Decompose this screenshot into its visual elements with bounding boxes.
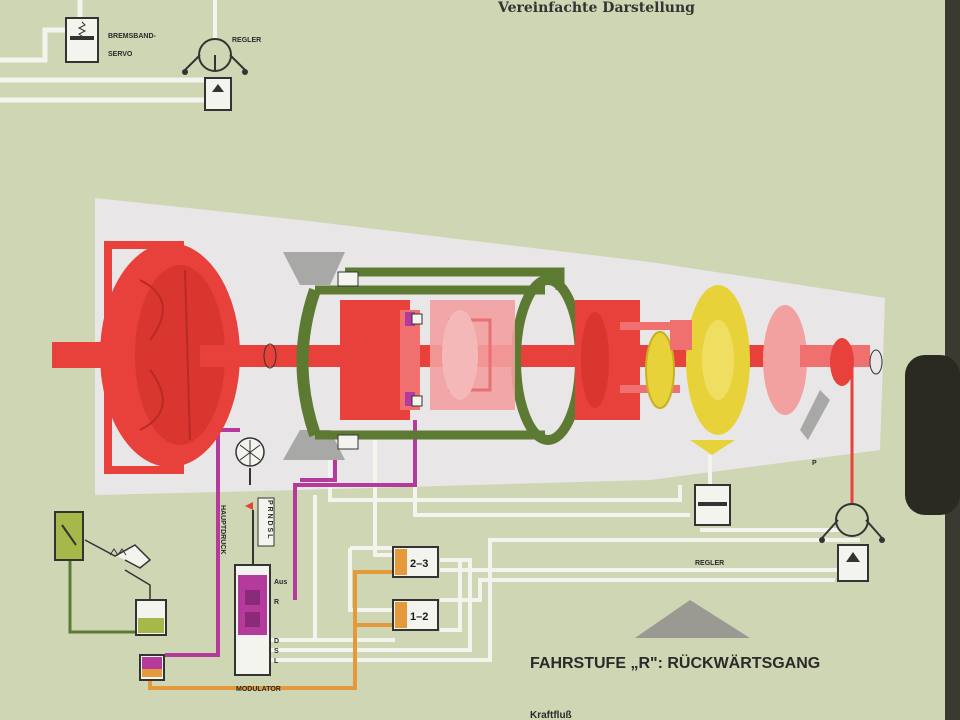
valve-spool-orange bbox=[395, 549, 407, 575]
clutch-seal-top bbox=[337, 271, 359, 287]
clutch-seal-bottom bbox=[337, 434, 359, 450]
clutch-plates bbox=[400, 310, 420, 410]
white-line bbox=[328, 455, 682, 502]
white-line bbox=[270, 558, 472, 652]
hydraulic-lines bbox=[68, 360, 860, 690]
modulator-line bbox=[148, 570, 395, 690]
vacuum-diaphragm-icon bbox=[61, 524, 77, 546]
white-line bbox=[413, 480, 690, 517]
page-title: Vereinfachte Darstellung bbox=[497, 0, 695, 16]
servo-piston bbox=[70, 36, 94, 40]
valve-spool-orange bbox=[395, 602, 407, 628]
planet-pin bbox=[620, 322, 680, 330]
selector-scale bbox=[257, 497, 275, 547]
main-pressure-line bbox=[293, 420, 417, 600]
manual-valve-spool-land bbox=[245, 590, 260, 605]
throttle-rod bbox=[124, 569, 151, 600]
converter-blades-icon bbox=[139, 269, 191, 441]
governor-weights-icon bbox=[184, 54, 246, 71]
governor-gear-pink bbox=[763, 305, 807, 415]
governor-valve-arrow-icon bbox=[212, 84, 224, 92]
inset-line bbox=[0, 27, 68, 63]
park-lever bbox=[800, 390, 830, 440]
vacuum-line bbox=[68, 560, 138, 634]
converter-turbine bbox=[135, 265, 225, 445]
valve-2-3-label: 2–3 bbox=[410, 558, 428, 570]
forward-clutch bbox=[340, 300, 410, 420]
outlet-label-aus: Aus bbox=[274, 579, 287, 586]
small-gear-yellow bbox=[645, 331, 675, 409]
outlet-label-l: L bbox=[274, 658, 279, 665]
stage-title: FAHRSTUFE „R": RÜCKWÄRTSGANG bbox=[530, 653, 820, 672]
magenta-seal bbox=[405, 312, 415, 326]
governor-weights-icon bbox=[821, 519, 883, 539]
main-pressure-label: HAUPTDRUCK bbox=[219, 505, 226, 554]
governor-assembly: REGLER bbox=[695, 503, 885, 582]
shift-valve-1-2: 1–2 bbox=[392, 599, 439, 631]
governor-weight-icon bbox=[242, 69, 248, 75]
brake-anchor-top bbox=[283, 252, 345, 285]
pressure-valve-base bbox=[142, 669, 162, 677]
triangle-marker-icon bbox=[635, 600, 750, 638]
white-line bbox=[270, 538, 860, 662]
selector-positions: P R N D S L bbox=[266, 500, 273, 539]
torque-converter bbox=[100, 241, 240, 474]
magenta-seal bbox=[405, 392, 415, 406]
governor-weight-icon bbox=[819, 537, 825, 543]
governor-wheel-icon bbox=[835, 503, 869, 537]
throttle-spring-icon bbox=[109, 548, 127, 556]
manual-valve-spool-land bbox=[245, 612, 260, 627]
power-flow-label: Kraftfluß bbox=[530, 710, 572, 720]
valve-1-2-label: 1–2 bbox=[410, 611, 428, 623]
accelerator-pedal-icon bbox=[84, 539, 152, 569]
white-seal bbox=[411, 313, 423, 325]
governor-label: REGLER bbox=[232, 37, 261, 44]
servo-spring-icon bbox=[77, 21, 87, 37]
rear-servo-piston bbox=[698, 502, 727, 506]
modulator-label: MODULATOR bbox=[236, 686, 281, 693]
hand-shadow bbox=[905, 355, 960, 515]
park-label: P bbox=[812, 460, 817, 467]
parking-pawl-yellow bbox=[690, 440, 735, 455]
input-shaft bbox=[52, 342, 122, 368]
output-flange bbox=[830, 338, 854, 386]
output-rotation-icon bbox=[869, 349, 883, 375]
drum-end bbox=[296, 288, 321, 437]
governor-valve bbox=[204, 77, 232, 111]
governor-weight-icon bbox=[879, 537, 885, 543]
outlet-label-d: D bbox=[274, 638, 279, 645]
sun-gear-pink bbox=[442, 310, 478, 400]
planet-gear-icon bbox=[581, 312, 609, 408]
top-inset: BREMSBAND- SERVO REGLER bbox=[0, 0, 261, 111]
governor-valve-arrow-icon bbox=[846, 552, 860, 562]
governor-valve-body bbox=[837, 544, 869, 582]
governor-weight-icon bbox=[182, 69, 188, 75]
white-seal bbox=[411, 395, 423, 407]
throttle-linkage bbox=[54, 511, 167, 681]
white-line bbox=[348, 548, 395, 612]
outlet-label-s: S bbox=[274, 648, 279, 655]
white-line bbox=[373, 440, 395, 557]
servo-label: SERVO bbox=[108, 51, 133, 58]
shift-valve-2-3: 2–3 bbox=[392, 546, 439, 578]
pressure-valve-spool bbox=[142, 657, 162, 669]
parking-gear-hub bbox=[702, 320, 734, 400]
output-gear-small bbox=[670, 320, 692, 350]
selector-flag-icon bbox=[245, 502, 253, 510]
outlet-label-r: R bbox=[274, 599, 279, 606]
rotation-arrow-icon bbox=[263, 343, 277, 369]
main-pressure-line bbox=[165, 430, 220, 657]
modulator-valve-fluid bbox=[138, 618, 164, 633]
oil-pump-vanes-icon bbox=[239, 440, 261, 466]
manual-valve: Aus R D S L P R N D S L bbox=[234, 497, 287, 676]
servo-label: BREMSBAND- bbox=[108, 33, 157, 40]
governor-label: REGLER bbox=[695, 560, 724, 567]
white-line bbox=[440, 560, 462, 632]
